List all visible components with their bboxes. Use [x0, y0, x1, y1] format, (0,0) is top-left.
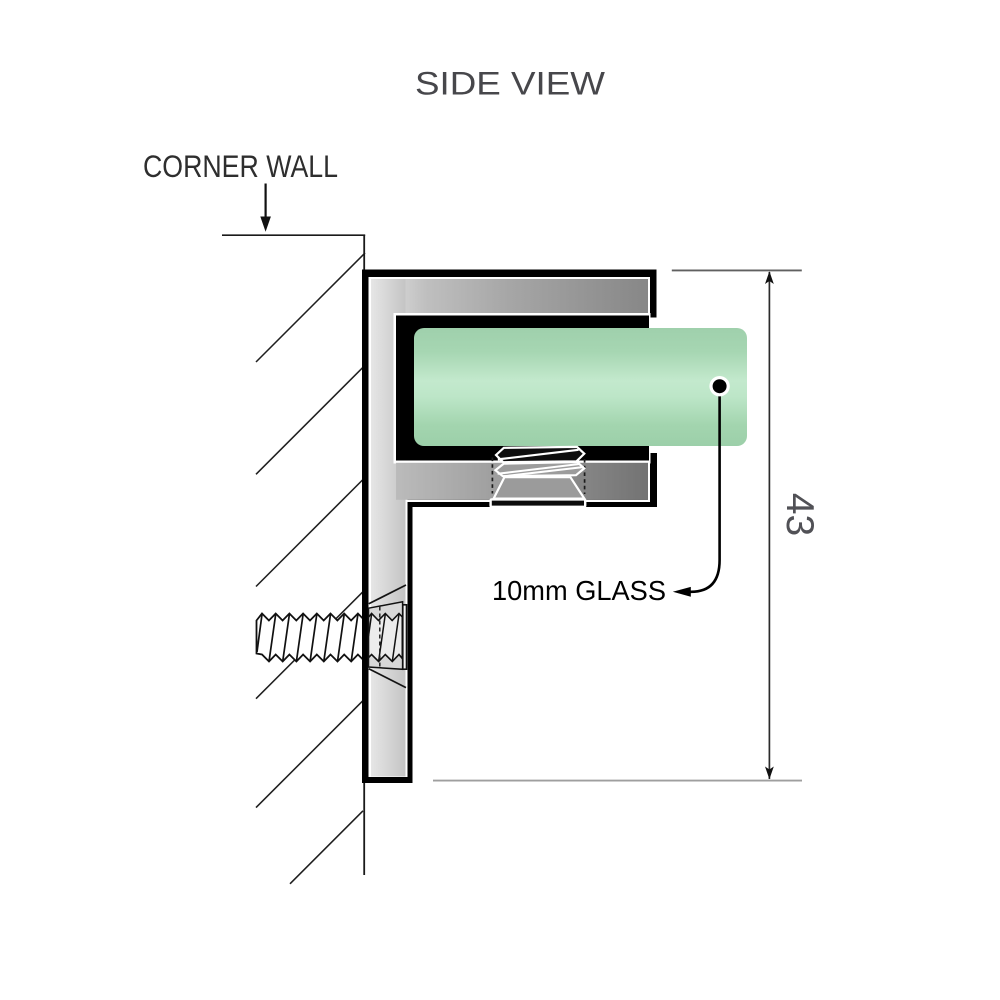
svg-text:CORNER WALL: CORNER WALL [143, 148, 338, 184]
svg-text:SIDE VIEW: SIDE VIEW [415, 66, 606, 102]
svg-text:10mm GLASS: 10mm GLASS [492, 575, 666, 606]
svg-text:43: 43 [778, 493, 821, 536]
